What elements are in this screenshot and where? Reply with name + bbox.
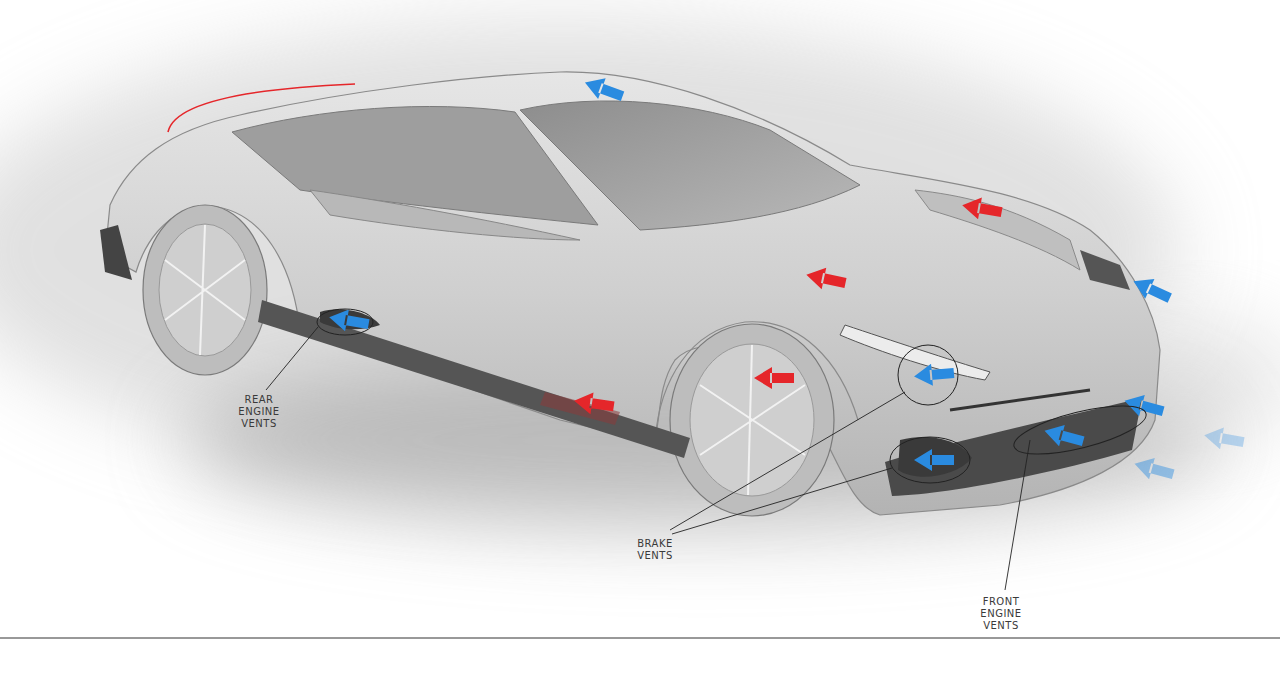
callout-circles <box>317 309 1150 483</box>
sketch-detail <box>670 392 905 530</box>
hood-vent <box>915 190 1080 270</box>
front-wheel <box>670 324 834 516</box>
rear-wheel <box>143 205 267 375</box>
leader-lines <box>266 327 1030 590</box>
sketch-detail <box>327 306 370 335</box>
sketch-detail <box>1132 453 1176 485</box>
car-body <box>105 72 1160 515</box>
part-label: FRONT ENGINE VENTS <box>972 596 1030 632</box>
sketch-detail <box>317 309 373 335</box>
sketch-detail <box>1042 420 1086 452</box>
rim-spokes <box>700 345 805 495</box>
headlight <box>840 325 990 380</box>
rear-rim <box>159 224 251 356</box>
side-scoop <box>310 190 580 240</box>
sketch-detail <box>804 264 848 294</box>
sketch-detail <box>898 345 958 405</box>
front-rim <box>690 344 814 496</box>
sketch-detail <box>914 449 954 471</box>
airflow-arrows <box>327 72 1245 485</box>
sketch-detail <box>1010 396 1151 464</box>
hood-vent <box>1080 250 1130 290</box>
sketch-detail <box>960 194 1003 223</box>
brake-intake <box>898 437 972 477</box>
sketch-detail <box>266 327 318 390</box>
sketch-detail <box>754 367 794 389</box>
front-intake <box>885 398 1142 496</box>
wheel-arch <box>655 322 858 440</box>
sketch-detail <box>1005 440 1030 590</box>
side-skirt <box>258 300 690 458</box>
part-label: BRAKE VENTS <box>626 538 684 562</box>
rear-spoiler-line <box>168 84 355 132</box>
sketch-detail <box>913 362 955 387</box>
sketch-detail <box>573 390 616 417</box>
bumper-line <box>950 390 1090 410</box>
sketch-detail <box>581 72 626 106</box>
sketch-detail <box>890 437 970 483</box>
baseline-rule <box>0 638 1280 639</box>
sketch-detail <box>672 468 892 534</box>
part-label: REAR ENGINE VENTS <box>230 394 288 430</box>
sketch-detail <box>1202 424 1245 453</box>
sketch-detail <box>1129 271 1175 308</box>
rear-diffuser <box>100 225 132 280</box>
rim-spokes <box>165 225 245 355</box>
